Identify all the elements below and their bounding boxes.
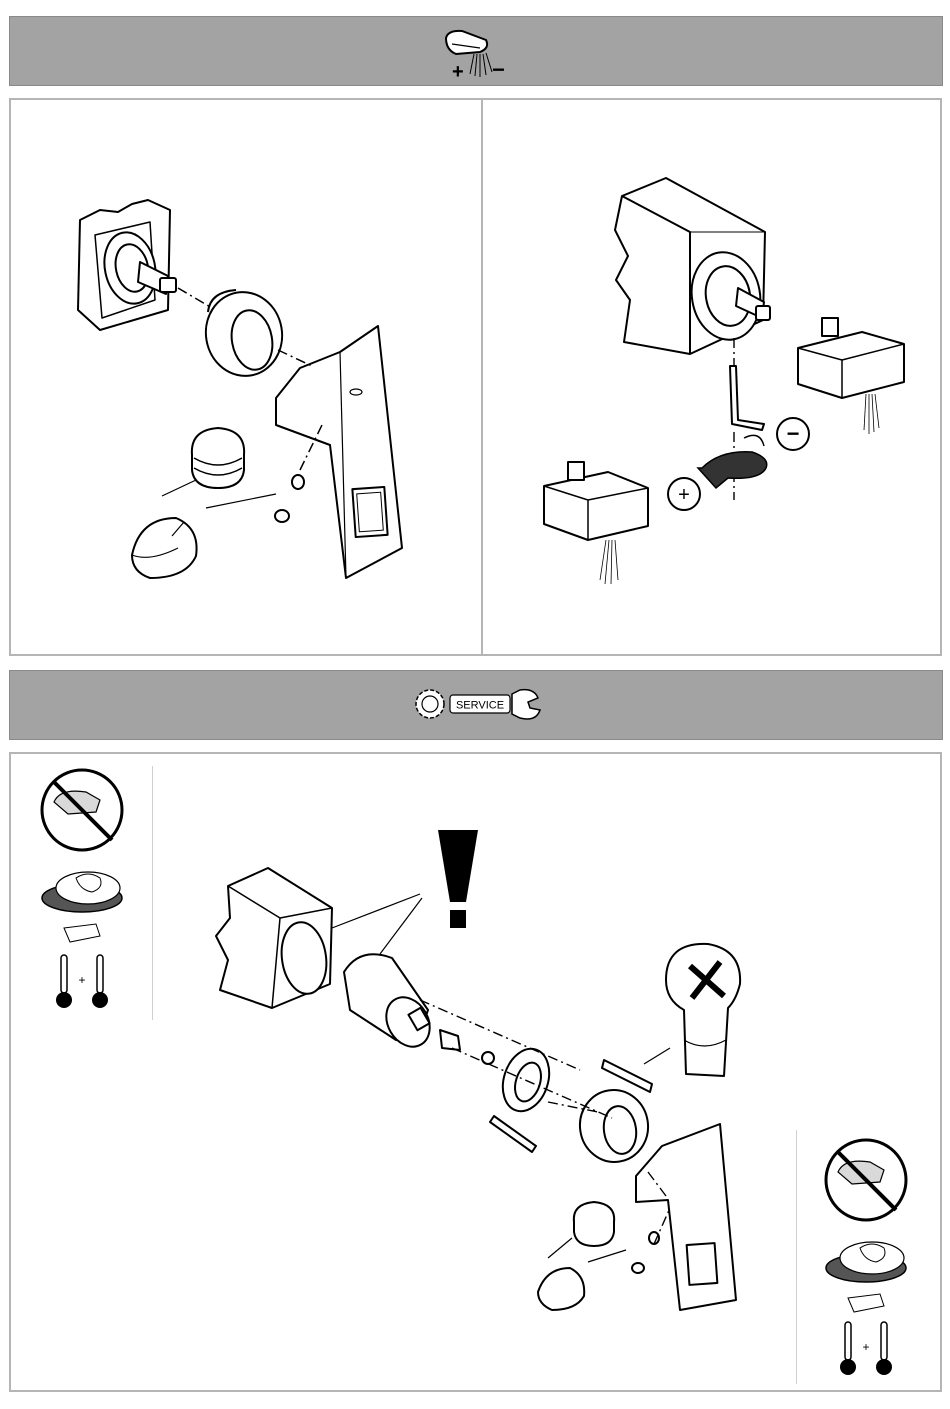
warning-icon (438, 830, 478, 928)
